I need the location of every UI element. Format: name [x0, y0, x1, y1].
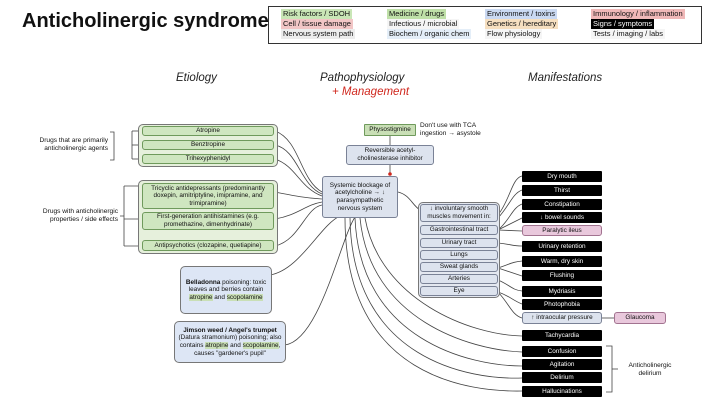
drug-benztropine: Benztropine	[142, 140, 274, 150]
delirium-group-label: Anticholinergic delirium	[628, 362, 672, 377]
legend-item: Genetics / hereditary	[485, 19, 559, 29]
organ-eye: Eye	[420, 286, 498, 296]
symptom-mydriasis: Mydriasis	[522, 286, 602, 297]
organ-sweat-glands: Sweat glands	[420, 262, 498, 272]
drug-trihexyphenidyl: Trihexyphenidyl	[142, 154, 274, 164]
symptom-paralytic-ileus: Paralytic ileus	[522, 225, 602, 236]
belladonna-box: Belladonna poisoning: toxic leaves and b…	[180, 266, 272, 314]
organ-arteries: Arteries	[420, 274, 498, 284]
organ-lungs: Lungs	[420, 250, 498, 260]
drug-first-gen-antihistamines: First-generation antihistamines (e.g. pr…	[142, 212, 274, 230]
column-heading-pathophysiology: Pathophysiology	[320, 72, 405, 84]
symptom-confusion: Confusion	[522, 346, 602, 357]
drug-antipsychotics: Antipsychotics (clozapine, quetiapine)	[142, 240, 274, 251]
legend-item: Signs / symptoms	[591, 19, 655, 29]
legend-item: Immunology / inflammation	[591, 9, 685, 19]
organ-gastrointestinal: Gastrointestinal tract	[420, 225, 498, 235]
organ-urinary: Urinary tract	[420, 238, 498, 248]
page-title: Anticholinergic syndrome	[22, 10, 269, 32]
legend-item: Cell / tissue damage	[281, 19, 353, 29]
column-heading-etiology: Etiology	[176, 72, 217, 84]
drug-atropine: Atropine	[142, 126, 274, 136]
reversible-inhibitor-box: Reversible acetyl-cholinesterase inhibit…	[346, 145, 434, 165]
symptom-dry-mouth: Dry mouth	[522, 171, 602, 182]
physostigmine-warning: Don't use with TCA ingestion → asystole	[420, 122, 481, 137]
symptom-glaucoma: Glaucoma	[614, 312, 666, 324]
legend-item: Environment / toxins	[485, 9, 557, 19]
jimson-weed-box: Jimson weed / Angel's trumpet (Datura st…	[174, 321, 286, 363]
symptom-photophobia: Photophobia	[522, 299, 602, 310]
jimson-weed-text: Jimson weed / Angel's trumpet (Datura st…	[178, 326, 282, 357]
symptom-tachycardia: Tachycardia	[522, 330, 602, 341]
legend: Risk factors / SDOH Cell / tissue damage…	[268, 6, 702, 44]
belladonna-text: Belladonna poisoning: toxic leaves and b…	[185, 278, 267, 301]
drug-tricyclic-antidepressants: Tricyclic antidepressants (predominantly…	[142, 183, 274, 209]
group-label-primary-anticholinergics: Drugs that are primarily anticholinergic…	[39, 137, 108, 152]
legend-item: Tests / imaging / labs	[591, 29, 666, 39]
group-label-anticholinergic-properties: Drugs with anticholinergic properties / …	[42, 208, 118, 223]
symptom-thirst: Thirst	[522, 185, 602, 196]
symptom-delirium: Delirium	[522, 372, 602, 383]
column-heading-management: + Management	[332, 86, 410, 98]
organs-header: ↓ involuntary smooth muscles movement in…	[420, 204, 498, 222]
legend-item: Medicine / drugs	[387, 9, 447, 19]
legend-item: Nervous system path	[281, 29, 356, 39]
column-heading-manifestations: Manifestations	[528, 72, 603, 84]
legend-item: Flow physiology	[485, 29, 543, 39]
symptom-constipation: Constipation	[522, 199, 602, 210]
symptom-decreased-bowel-sounds: ↓ bowel sounds	[522, 212, 602, 223]
legend-item: Risk factors / SDOH	[281, 9, 353, 19]
legend-item: Infectious / microbial	[387, 19, 460, 29]
symptom-flushing: Flushing	[522, 270, 602, 281]
systemic-blockage-box: Systemic blockage of acetylcholine → ↓ p…	[322, 176, 398, 218]
symptom-agitation: Agitation	[522, 359, 602, 370]
symptom-warm-dry-skin: Warm, dry skin	[522, 256, 602, 267]
symptom-hallucinations: Hallucinations	[522, 386, 602, 397]
physostigmine-box: Physostigmine	[364, 124, 416, 136]
symptom-urinary-retention: Urinary retention	[522, 241, 602, 252]
legend-item: Biochem / organic chem	[387, 29, 472, 39]
symptom-increased-intraocular-pressure: ↑ intraocular pressure	[522, 312, 602, 324]
